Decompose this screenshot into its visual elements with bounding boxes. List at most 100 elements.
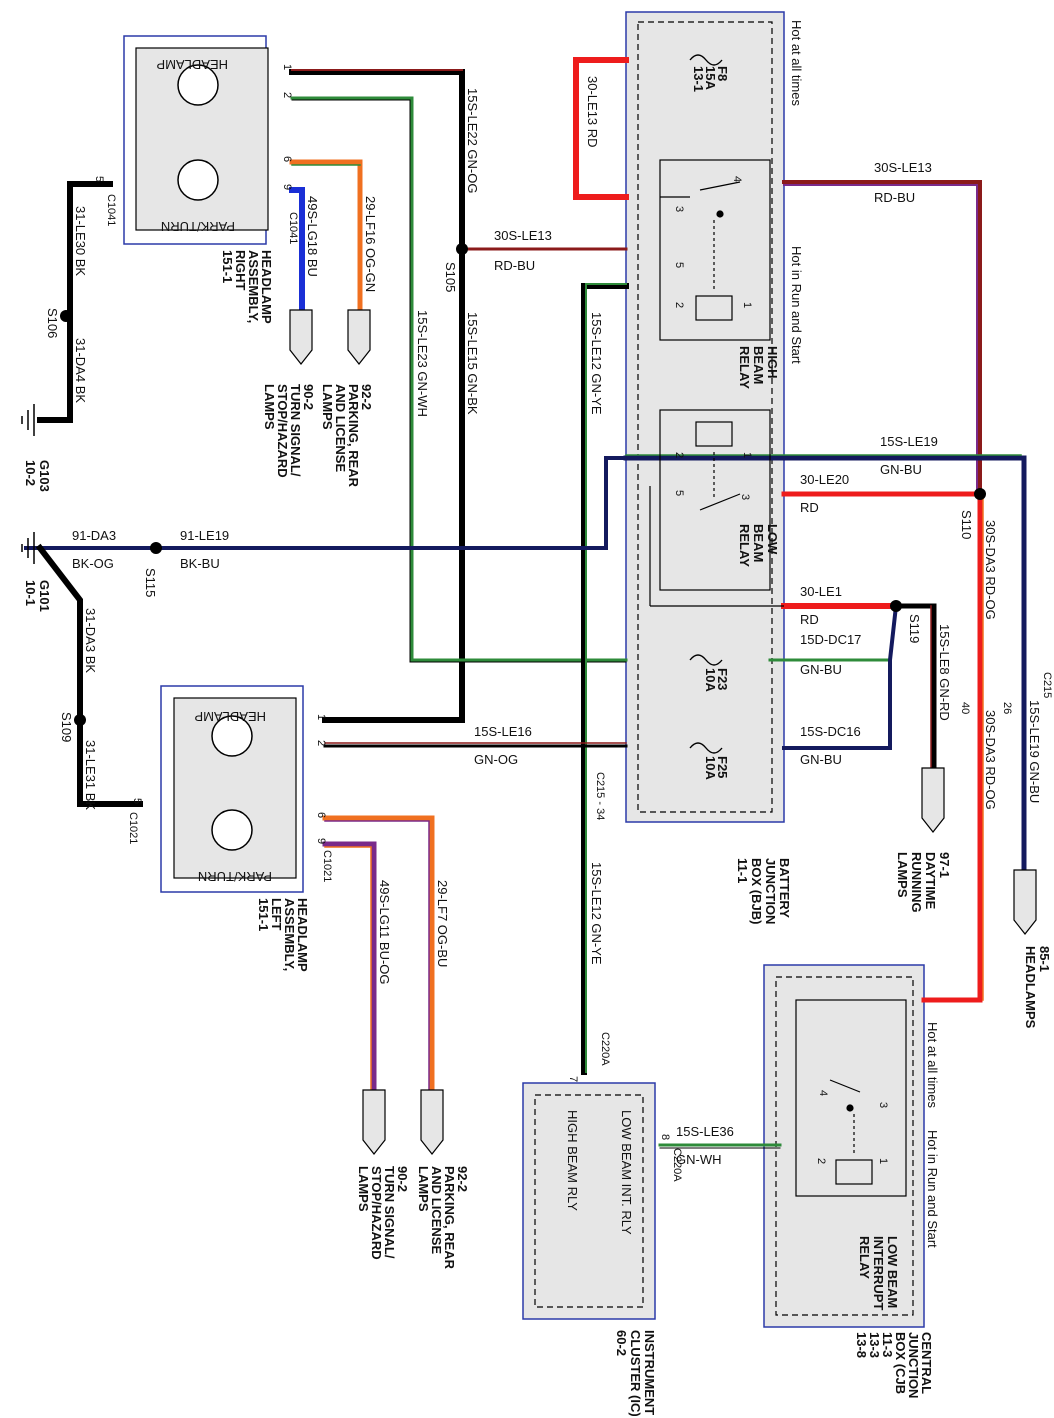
dest-parking-left-line-0: 92-2 (455, 1166, 470, 1192)
fuse-f25-label-line-0: F25 (715, 756, 730, 778)
wire-label-30-le20-code: 30-LE20 (800, 472, 849, 487)
pin-l1: 1 (315, 714, 327, 720)
pin-l5: 5 (131, 798, 143, 804)
wire-30s-le13-right-stripe (783, 184, 978, 495)
wire-30-le13 (573, 57, 629, 200)
splice-s109 (74, 714, 86, 726)
bjb-title-line-0: BATTERY (777, 858, 792, 918)
dest-parking-right-line-2: AND LICENSE (333, 384, 348, 472)
dest-turn-right-line-2: STOP/HAZARD (275, 384, 290, 478)
wire-label-15s-le8: 15S-LE8 GN-RD (937, 624, 952, 721)
fuse-f23-label-line-1: 10A (703, 668, 718, 692)
wire-label-91-le19-code: 91-LE19 (180, 528, 229, 543)
wire-15s-le15 (322, 246, 465, 723)
wires (24, 57, 1027, 1149)
wire-label-29-lf7: 29-LF7 OG-BU (435, 880, 450, 967)
connector-c1021-b: C1021 (321, 850, 333, 882)
hl-right-parkturn-label: PARK/TURN (161, 219, 235, 234)
ic-dashed (534, 1094, 644, 1308)
arrow-parking-l (420, 1089, 444, 1155)
cjb-title-line-5: 13-8 (854, 1332, 869, 1358)
wire-label-29-lf16: 29-LF16 OG-GN (363, 196, 378, 292)
hl-left-title-line-2: LEFT (269, 898, 284, 931)
arrow-turn-l (362, 1089, 386, 1155)
pin-hb2: 2 (673, 302, 685, 308)
bjb-outline (625, 11, 785, 823)
ic-title-line-2: 60-2 (614, 1330, 629, 1356)
destination-arrows (289, 309, 1037, 1155)
wire-label-30s-le13-mid-color: RD-BU (494, 258, 535, 273)
hl-right-title-line-0: HEADLAMP (259, 250, 274, 324)
pin-lb3: 3 (739, 494, 751, 500)
fuse-f25-label-line-1: 10A (703, 756, 718, 780)
lamps (177, 64, 253, 851)
ic-outline (522, 1082, 656, 1320)
pin-hb5: 5 (673, 262, 685, 268)
wire-15s-le12 (581, 283, 629, 1075)
wire-15s-le23-stripe (291, 99, 627, 663)
bjb-hot-run: Hot in Run and Start (789, 246, 804, 364)
pin-r2: 2 (281, 92, 293, 98)
wire-label-49s-lg11: 49S-LG11 BU-OG (377, 880, 392, 985)
wire-label-30-le1-code: 30-LE1 (800, 584, 842, 599)
wire-label-30-le13: 30-LE13 RD (585, 76, 600, 148)
splice-s110 (974, 488, 986, 500)
cjb-title-line-1: JUNCTION (906, 1332, 921, 1398)
fuse-f23-label-line-0: F23 (715, 668, 730, 690)
interrupt-relay-label-line-2: RELAY (857, 1236, 872, 1279)
wire-label-15d-dc17-code: 15D-DC17 (800, 632, 861, 647)
interrupt-relay-box (795, 999, 907, 1197)
pin-ic8: 8 (659, 1134, 671, 1140)
wire-30s-le13-right (782, 180, 982, 496)
pin-p26: 26 (1001, 702, 1013, 714)
wire-91-le19 (24, 456, 628, 550)
ic-title-line-0: INSTRUMENT (642, 1330, 657, 1415)
interrupt-relay-contact (846, 1104, 854, 1112)
arrow-parking-r (347, 309, 371, 365)
headlamp-right-bulb (177, 64, 219, 106)
cjb-hot-all: Hot at all times (925, 1022, 940, 1108)
pin-hb3: 3 (673, 206, 685, 212)
ground-g103-label-line-1: 10-2 (23, 460, 38, 486)
fuses (689, 54, 723, 754)
dest-headlamps-line-1: HEADLAMPS (1023, 946, 1038, 1029)
high-beam-relay-contact (716, 210, 724, 218)
low-beam-relay (649, 409, 784, 607)
wire-31-le30 (37, 181, 113, 423)
dest-turn-left-line-1: TURN SIGNAL/ (382, 1166, 397, 1259)
wire-label-30s-le13-mid-code: 30S-LE13 (494, 228, 552, 243)
splice-s115 (150, 542, 162, 554)
connector-c1041-b: C1041 (287, 212, 299, 244)
dest-parking-left-line-3: LAMPS (416, 1166, 431, 1212)
hl-left-title-line-1: ASSEMBLY, (282, 898, 297, 971)
wire-49s-lg18 (289, 187, 305, 313)
wire-label-30s-le13-top-color: RD-BU (874, 190, 915, 205)
wire-label-15s-le16-code: 15S-LE16 (474, 724, 532, 739)
wire-label-31-da4: 31-DA4 BK (73, 338, 88, 403)
pin-l2: 2 (315, 740, 327, 746)
dest-turn-right-line-1: TURN SIGNAL/ (288, 384, 303, 477)
wire-label-30s-da3-top: 30S-DA3 RD-OG (983, 520, 998, 620)
wire-15s-le12-stripe (585, 283, 627, 1073)
dest-drl-line-1: DAYTIME (923, 852, 938, 910)
wire-label-15s-le16-color: GN-OG (474, 752, 518, 767)
arrow-headlamps (1013, 869, 1037, 935)
dest-drl-line-2: RUNNING (909, 852, 924, 913)
low-beam-relay-label-line-1: BEAM (751, 524, 766, 562)
dest-turn-right-line-3: LAMPS (262, 384, 277, 430)
cjb-title-line-2: BOX (CJB (893, 1332, 908, 1394)
fuse-f8-symbol (689, 54, 723, 66)
pin-lb2: 2 (673, 452, 685, 458)
arrow-turn-r (289, 309, 313, 365)
cjb-title-line-3: 11-3 (880, 1332, 895, 1357)
pin-r5: 5 (93, 176, 105, 182)
ground-g103-label-line-0: G103 (37, 460, 52, 492)
cjb-title-line-4: 13-3 (867, 1332, 882, 1358)
connector-c215-26: C215 (1041, 672, 1053, 698)
connector-c1041-a: C1041 (105, 194, 117, 226)
wire-label-30s-da3-bot: 30S-DA3 RD-OG (983, 710, 998, 810)
splice-s106 (60, 310, 72, 322)
wire-30s-da3 (921, 491, 983, 1003)
pin-lb5: 5 (673, 490, 685, 496)
